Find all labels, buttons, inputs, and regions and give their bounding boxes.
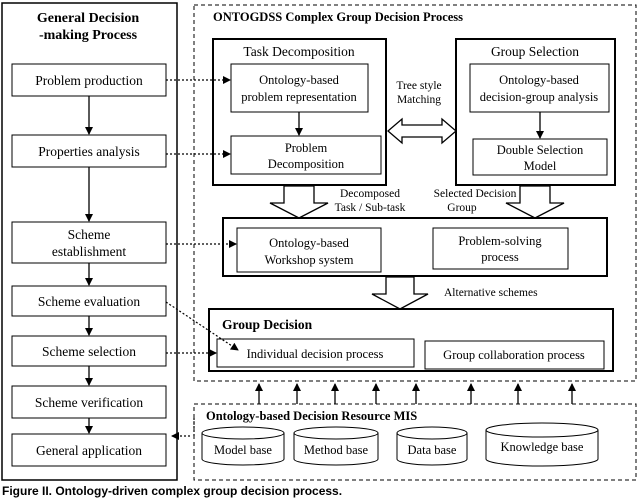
svg-text:Scheme evaluation: Scheme evaluation [38,294,141,309]
figure-caption: Figure II. Ontology-driven complex group… [2,484,342,498]
knowledge-base-cylinder: Knowledge base [485,422,599,467]
double-selection-model-box [472,138,608,176]
selected-group-label-line1: Selected Decision [434,188,517,200]
ontogdss-container [193,4,637,382]
problem-solving-box [432,227,569,270]
svg-text:Scheme selection: Scheme selection [42,344,136,359]
data-base-cylinder: Data base [396,426,468,466]
svg-text:decision-group analysis: decision-group analysis [480,90,599,104]
step-problem-production: Problem production [11,63,167,97]
mis-left-double-arrow [171,418,195,440]
decomposed-label-line1: Decomposed [340,188,400,200]
svg-text:Ontology-based: Ontology-based [259,73,340,87]
decomposed-label-line2: Task / Sub-task [335,202,406,214]
step-general-application: General application [11,433,167,467]
svg-text:Problem production: Problem production [35,73,143,88]
svg-text:Ontology-based: Ontology-based [499,73,580,87]
general-process-panel [1,2,178,481]
mis-title: Ontology-based Decision Resource MIS [206,409,417,423]
workshop-system-box [236,227,382,273]
group-decision-box [208,308,614,372]
step-scheme-establishment: Scheme establishment [11,221,167,264]
problem-representation-box [230,63,369,113]
svg-text:Model: Model [524,159,557,173]
step-scheme-verification: Scheme verification [11,385,167,419]
svg-text:Ontology-based: Ontology-based [269,236,350,250]
general-process-title-line1: General Decision [37,11,139,26]
task-decomposition-title: Task Decomposition [243,44,354,59]
group-collaboration-box [424,340,605,370]
svg-text:Workshop system: Workshop system [265,253,354,267]
general-process-title-line2: -making Process [39,28,138,43]
workshop-container [222,217,608,277]
svg-text:Model base: Model base [214,443,272,457]
svg-text:Decomposition: Decomposition [268,157,345,171]
svg-text:General application: General application [36,443,142,458]
problem-decomposition-box [230,135,382,175]
step-scheme-evaluation: Scheme evaluation [11,285,167,317]
svg-text:Data base: Data base [408,443,457,457]
svg-text:Problem-solving: Problem-solving [458,234,542,248]
svg-text:Method base: Method base [304,443,369,457]
ontogdss-title: ONTOGDSS Complex Group Decision Process [213,10,463,24]
tree-matching-label-line1: Tree style [396,80,441,92]
tree-matching-label-line2: Matching [397,94,441,106]
method-base-cylinder: Method base [293,426,379,466]
tree-matching-double-arrow [387,117,457,145]
group-selection-title: Group Selection [491,44,579,59]
svg-text:Individual decision process: Individual decision process [247,347,384,361]
mis-container [193,403,637,481]
group-selection-box [455,38,616,186]
svg-text:Scheme verification: Scheme verification [35,395,144,410]
alternative-schemes-label: Alternative schemes [444,287,538,299]
selected-group-arrow [505,185,565,219]
svg-text:Properties analysis: Properties analysis [38,144,140,159]
mis-upward-arrows [255,383,576,404]
decision-group-analysis-box [469,63,610,113]
svg-text:Scheme: Scheme [68,227,111,242]
step-scheme-selection: Scheme selection [11,335,167,367]
svg-text:process: process [481,250,519,264]
svg-text:Group collaboration process: Group collaboration process [443,348,585,362]
group-decision-title: Group Decision [222,317,313,332]
dotted-connectors [165,76,239,357]
selected-group-label-line2: Group [447,202,477,214]
svg-text:Knowledge base: Knowledge base [501,440,584,454]
model-base-cylinder: Model base [201,426,285,466]
individual-decision-box [216,338,415,368]
step-properties-analysis: Properties analysis [11,134,167,168]
svg-text:establishment: establishment [52,244,126,259]
svg-text:problem representation: problem representation [241,90,357,104]
svg-text:Double Selection: Double Selection [497,143,584,157]
alternative-schemes-arrow [371,276,429,310]
svg-text:Problem: Problem [285,141,328,155]
decomposed-task-arrow [269,185,329,219]
task-decomposition-box [212,38,387,186]
